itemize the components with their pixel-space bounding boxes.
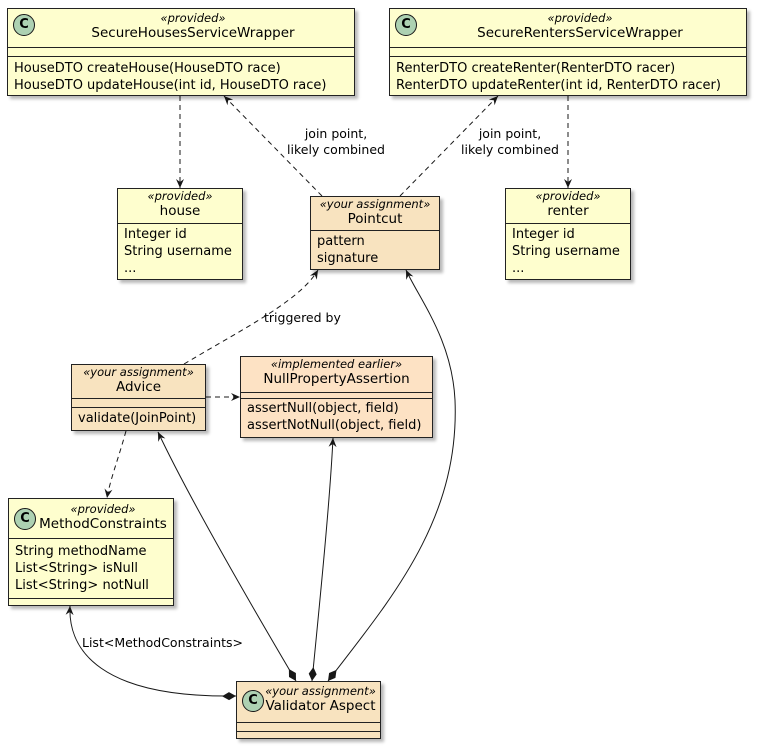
method: assertNull(object, field) — [247, 401, 399, 416]
class-null-property-assertion: «implemented earlier» NullPropertyAssert… — [240, 356, 433, 438]
class-c-icon: C — [14, 508, 36, 530]
stereotype: «your assignment» — [83, 365, 194, 379]
field: List<String> notNull — [15, 578, 149, 593]
stereotype: «provided» — [547, 11, 613, 25]
edge-label-join-point-renters: join point, likely combined — [461, 126, 559, 157]
edge-label-triggered-by: triggered by — [264, 310, 341, 325]
composition-aspect-pointcut — [327, 269, 456, 682]
field: String username — [512, 244, 620, 259]
class-name: renter — [547, 203, 589, 219]
field-list: String methodName List<String> isNull Li… — [9, 538, 173, 597]
field: Integer id — [124, 227, 187, 242]
class-name: SecureRentersServiceWrapper — [477, 25, 683, 41]
field: ... — [124, 261, 137, 276]
class-c-icon: C — [395, 14, 417, 36]
class-name: Advice — [115, 379, 162, 395]
field: ... — [512, 261, 525, 276]
stereotype: «provided» — [147, 189, 213, 203]
method-list: validate(JoinPoint) — [72, 407, 205, 430]
class-method-constraints: C «provided» MethodConstraints String me… — [8, 498, 174, 606]
method: HouseDTO updateHouse(int id, HouseDTO ra… — [14, 78, 327, 93]
class-house: «provided» house Integer id String usern… — [117, 188, 243, 280]
stereotype: «provided» — [70, 502, 136, 516]
field-list: Integer id String username ... — [118, 223, 242, 280]
class-advice: «your assignment» Advice validate(JoinPo… — [71, 364, 206, 431]
class-name: NullPropertyAssertion — [263, 371, 410, 387]
method: RenterDTO updateRenter(int id, RenterDTO… — [396, 78, 721, 93]
field: Integer id — [512, 227, 575, 242]
dependency-advice-to-constraints — [104, 430, 127, 499]
edge-label-join-point-houses: join point, likely combined — [287, 126, 385, 157]
method-list: assertNull(object, field) assertNotNull(… — [241, 398, 432, 437]
composition-aspect-constraints — [65, 605, 237, 701]
class-name: MethodConstraints — [39, 516, 167, 532]
method-list: RenterDTO createRenter(RenterDTO racer) … — [390, 56, 746, 97]
method: HouseDTO createHouse(HouseDTO race) — [14, 61, 281, 76]
method-list: HouseDTO createHouse(HouseDTO race) Hous… — [8, 56, 354, 97]
class-secure-renters-service-wrapper: C «provided» SecureRentersServiceWrapper… — [389, 8, 747, 96]
class-pointcut: «your assignment» Pointcut pattern signa… — [310, 196, 440, 270]
stereotype: «your assignment» — [265, 684, 376, 698]
class-validator-aspect: C «your assignment» Validator Aspect — [236, 681, 381, 739]
class-secure-houses-service-wrapper: C «provided» SecureHousesServiceWrapper … — [7, 8, 355, 96]
class-name: SecureHousesServiceWrapper — [91, 25, 295, 41]
stereotype: «provided» — [160, 11, 226, 25]
method: validate(JoinPoint) — [78, 411, 197, 426]
stereotype: «implemented earlier» — [270, 357, 403, 371]
stereotype: «provided» — [535, 189, 601, 203]
composition-aspect-advice — [157, 431, 297, 682]
field: String methodName — [15, 544, 147, 559]
class-renter: «provided» renter Integer id String user… — [505, 188, 631, 280]
composition-aspect-assertion — [308, 437, 337, 682]
field: List<String> isNull — [15, 561, 139, 576]
field: signature — [317, 251, 379, 266]
class-name: Pointcut — [347, 211, 403, 227]
class-name: house — [159, 203, 201, 219]
field: pattern — [317, 234, 365, 249]
edge-label-constraints-list: List<MethodConstraints> — [82, 635, 243, 650]
class-name: Validator Aspect — [265, 698, 376, 714]
field-list: Integer id String username ... — [506, 223, 630, 280]
stereotype: «your assignment» — [319, 197, 431, 211]
field-list: pattern signature — [311, 230, 439, 270]
method: assertNotNull(object, field) — [247, 418, 422, 433]
method: RenterDTO createRenter(RenterDTO racer) — [396, 61, 676, 76]
class-c-icon: C — [13, 14, 35, 36]
class-c-icon: C — [242, 690, 264, 712]
field: String username — [124, 244, 232, 259]
